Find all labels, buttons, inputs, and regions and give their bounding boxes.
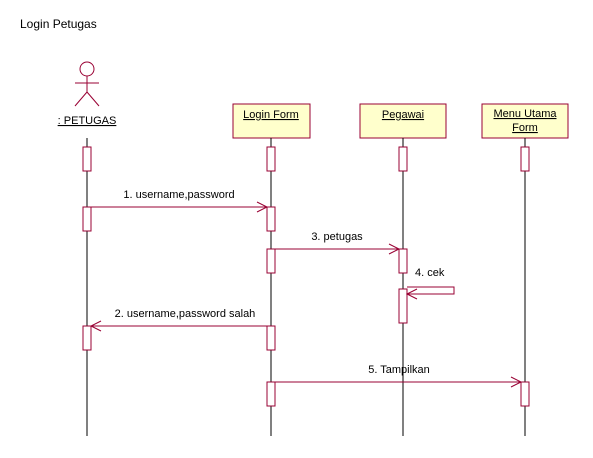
object-box bbox=[232, 103, 311, 139]
actor-leg-right bbox=[86, 91, 100, 107]
object-box bbox=[359, 103, 447, 139]
activation-bar bbox=[520, 146, 530, 172]
activation-bar bbox=[398, 248, 408, 274]
arrow-head-icon bbox=[405, 288, 418, 300]
activation-bar bbox=[520, 381, 530, 407]
message-line bbox=[407, 286, 455, 295]
message-2[interactable]: 2. username,password salah bbox=[89, 308, 267, 332]
activation-bar bbox=[82, 325, 92, 351]
object-label-line-1: Menu Utama bbox=[494, 108, 558, 120]
message-3[interactable]: 3. petugas bbox=[275, 231, 401, 255]
message-label: 1. username,password bbox=[123, 189, 234, 201]
actor-leg-left bbox=[74, 91, 88, 107]
arrow-head-icon bbox=[89, 320, 102, 332]
activation-bar bbox=[266, 206, 276, 232]
message-label: 3. petugas bbox=[311, 231, 363, 243]
activation-bar bbox=[82, 206, 92, 232]
message-1[interactable]: 1. username,password bbox=[91, 189, 269, 213]
object-menu-utama-form[interactable]: Menu Utama Form bbox=[481, 103, 569, 139]
actor-petugas[interactable]: : PETUGAS bbox=[58, 61, 117, 127]
actor-label: : PETUGAS bbox=[58, 115, 117, 127]
message-label: 5. Tampilkan bbox=[368, 364, 430, 376]
arrow-head-icon bbox=[388, 243, 401, 255]
activation-bar bbox=[82, 146, 92, 172]
message-4-self[interactable]: 4. cek bbox=[405, 267, 455, 300]
message-label: 2. username,password salah bbox=[115, 308, 256, 320]
object-label: Login Form bbox=[243, 109, 299, 121]
arrow-head-icon bbox=[510, 376, 523, 388]
object-label: Pegawai bbox=[382, 109, 424, 121]
arrow-head-icon bbox=[256, 201, 269, 213]
object-pegawai[interactable]: Pegawai bbox=[359, 103, 447, 139]
object-label-line-2: Form bbox=[512, 122, 538, 134]
activation-bar bbox=[266, 146, 276, 172]
activation-bar bbox=[266, 381, 276, 407]
object-login-form[interactable]: Login Form bbox=[232, 103, 311, 139]
activation-bar bbox=[266, 248, 276, 274]
activation-bar bbox=[266, 325, 276, 351]
diagram-title: Login Petugas bbox=[20, 17, 97, 31]
message-5[interactable]: 5. Tampilkan bbox=[275, 364, 523, 388]
actor-head bbox=[79, 61, 95, 77]
activation-bar bbox=[398, 146, 408, 172]
message-label: 4. cek bbox=[415, 267, 445, 279]
activation-bar bbox=[398, 288, 408, 324]
